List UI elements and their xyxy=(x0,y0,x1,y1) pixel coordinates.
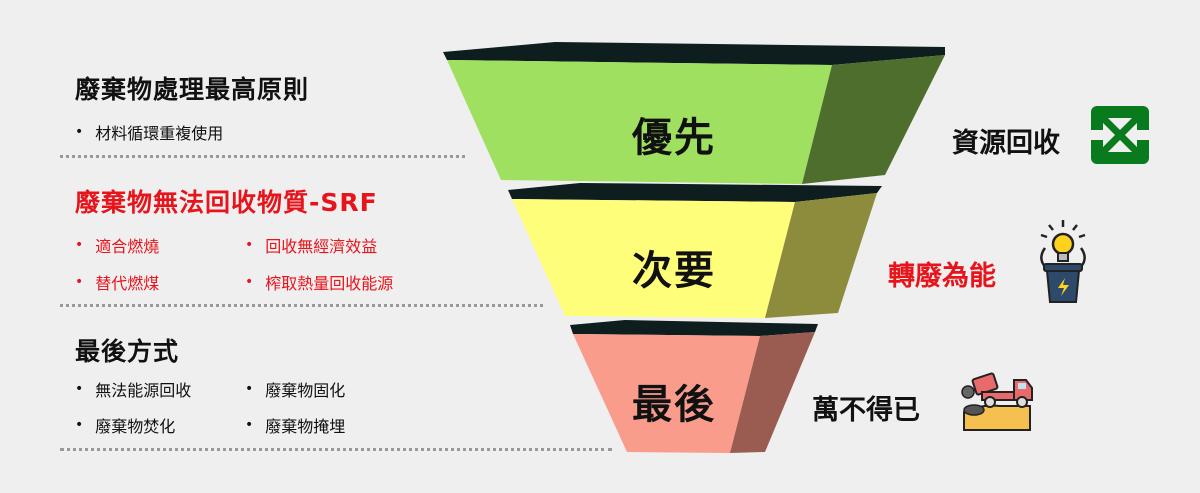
tier-label-priority: 優先 xyxy=(632,115,716,161)
recycle-label: 資源回收 xyxy=(952,128,1060,159)
bullet: 回收無經濟效益 xyxy=(245,233,377,257)
dump-truck-icon xyxy=(960,370,1035,436)
energy-bin-icon xyxy=(1035,218,1091,312)
section2-title: 廢棄物無法回收物質-SRF xyxy=(75,188,378,217)
bullet: 材料循環重複使用 xyxy=(75,120,223,144)
bullet: 廢棄物焚化 xyxy=(75,413,175,437)
tier-label-secondary: 次要 xyxy=(632,248,716,294)
funnel-tier-3 xyxy=(570,320,818,453)
bullet: 無法能源回收 xyxy=(75,377,191,401)
bullet: 廢棄物固化 xyxy=(245,377,345,401)
last-resort-label: 萬不得已 xyxy=(812,395,920,426)
bullet: 廢棄物掩埋 xyxy=(245,413,345,437)
section3-title: 最後方式 xyxy=(75,337,180,366)
section1-title: 廢棄物處理最高原則 xyxy=(75,75,310,104)
waste-to-energy-label: 轉廢為能 xyxy=(888,261,996,292)
divider xyxy=(60,155,465,158)
funnel-tier-2 xyxy=(508,183,882,318)
funnel-tier-1 xyxy=(443,42,945,184)
bullet: 適合燃燒 xyxy=(75,233,159,257)
bullet: 榨取熱量回收能源 xyxy=(245,270,393,294)
divider xyxy=(60,448,612,451)
bullet: 替代燃煤 xyxy=(75,270,159,294)
tier-label-last: 最後 xyxy=(632,382,716,428)
divider xyxy=(60,304,543,307)
recycle-icon xyxy=(1089,104,1151,170)
